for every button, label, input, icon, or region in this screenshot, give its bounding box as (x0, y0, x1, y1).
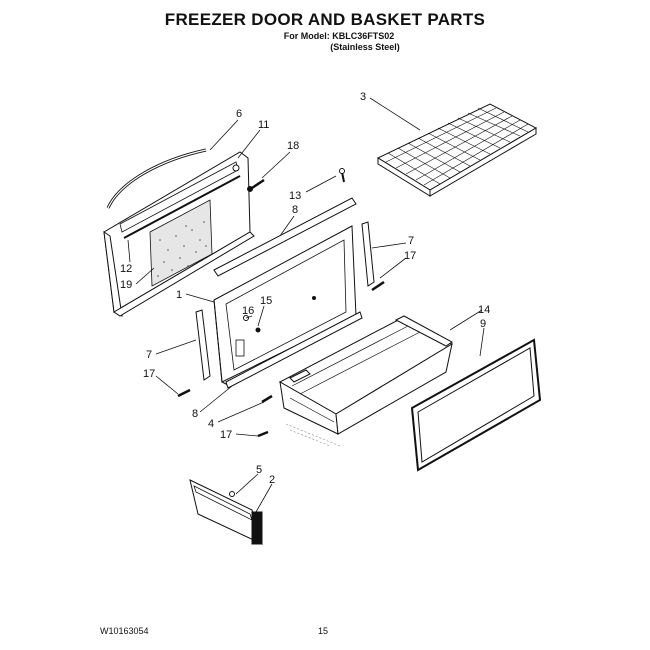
callout-17-left: 17 (143, 368, 155, 380)
divider-grid (376, 103, 538, 197)
callout-7-left: 7 (146, 349, 152, 361)
callout-6: 6 (236, 108, 242, 120)
screw-13 (339, 168, 345, 183)
callout-7-right: 7 (408, 235, 414, 247)
callout-12: 12 (120, 263, 132, 275)
callout-13: 13 (289, 190, 301, 202)
callout-1: 1 (176, 289, 182, 301)
model-line: For Model: KBLC36FTS02 (283, 31, 395, 41)
screw-18 (247, 178, 265, 192)
side-trim-left (195, 309, 211, 381)
callout-8-bottom: 8 (192, 408, 198, 420)
side-trim-right (361, 221, 375, 287)
freezer-basket (278, 315, 454, 435)
callout-16: 16 (242, 305, 254, 317)
page-number: 15 (318, 626, 329, 636)
callout-17-lower: 17 (220, 429, 232, 441)
callout-8-top: 8 (292, 204, 298, 216)
outer-door-panel (103, 151, 255, 317)
callout-15: 15 (260, 295, 272, 307)
page-title: FREEZER DOOR AND BASKET PARTS (164, 10, 486, 29)
callout-4: 4 (208, 418, 214, 430)
finish-line: (Stainless Steel) (330, 42, 400, 52)
callout-2: 2 (269, 474, 275, 486)
callout-14: 14 (478, 304, 490, 316)
drawer-handle (189, 479, 263, 545)
leader-lines (127, 97, 485, 513)
callout-5: 5 (256, 464, 262, 476)
top-trim (213, 197, 357, 277)
callout-11: 11 (258, 119, 269, 131)
doc-number: W10163054 (100, 626, 149, 636)
callout-3: 3 (360, 91, 366, 103)
callout-17-right: 17 (404, 250, 416, 262)
bottom-trim (225, 311, 363, 389)
callout-18: 18 (287, 140, 299, 152)
callout-labels: 6 11 18 3 13 8 7 17 12 19 1 15 16 14 9 7… (120, 91, 490, 486)
callout-19: 19 (120, 279, 132, 291)
basket-gasket (410, 338, 542, 472)
callout-9: 9 (480, 318, 486, 330)
